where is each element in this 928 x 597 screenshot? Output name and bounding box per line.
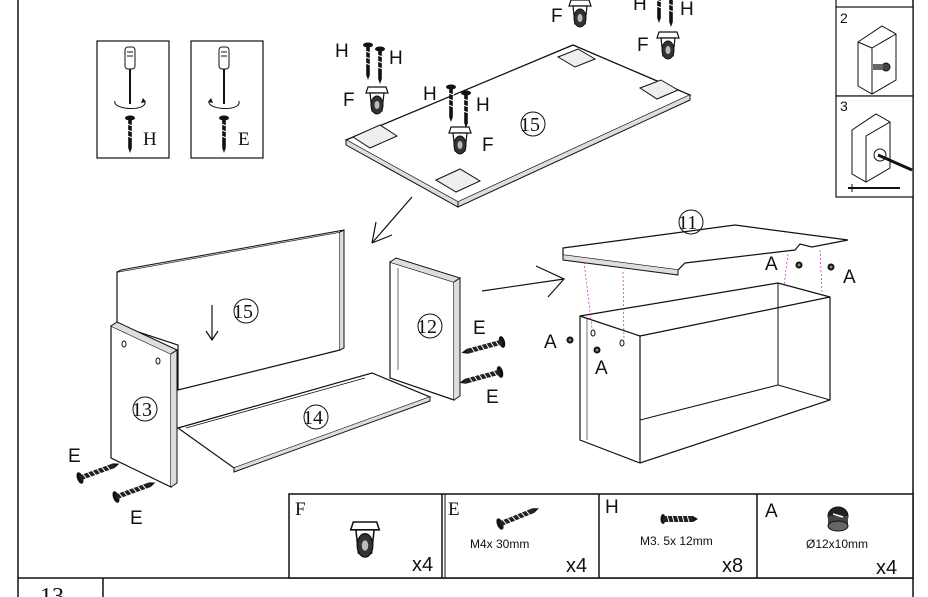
callout-h: H <box>423 84 437 105</box>
callout-f: F <box>637 35 649 56</box>
screwdriver-icon <box>208 46 240 109</box>
caster-icon <box>656 31 680 60</box>
part-qty-h: x8 <box>722 555 743 577</box>
callout-h: H <box>476 95 490 116</box>
callout-h: H <box>680 0 694 20</box>
callout-h: H <box>389 48 403 69</box>
screw-h-icon <box>362 42 374 81</box>
insert-number-3: 3 <box>840 98 848 114</box>
short-screw-icon <box>660 514 698 524</box>
screwdriver-card-h: H <box>96 40 170 159</box>
page-number: 13 <box>40 584 64 597</box>
part-size-e: M4x 30mm <box>470 537 529 551</box>
screw-e-icon <box>457 364 505 390</box>
parts-legend: F x4 E M4x 30mm x4 H M3. 5x 12mm x8 A <box>288 493 914 579</box>
screwdriver-icon <box>114 46 146 109</box>
part-qty-e: x4 <box>566 555 587 577</box>
panel-label-14: 14 <box>303 407 323 429</box>
arrow-right-icon <box>481 265 565 298</box>
panel-label-12: 12 <box>417 316 437 338</box>
part-h-cell: H M3. 5x 12mm x8 <box>605 497 743 577</box>
insert-number-2: 2 <box>840 10 848 26</box>
callout-e: E <box>68 446 81 467</box>
screwdriver-card-e: E <box>190 40 264 159</box>
part-letter-f: F <box>295 499 306 520</box>
panel-label-15-bottom: 15 <box>233 301 253 323</box>
card-letter-e: E <box>238 129 250 150</box>
part-qty-a: x4 <box>876 557 897 579</box>
callout-e: E <box>473 318 486 339</box>
part-size-h: M3. 5x 12mm <box>640 534 713 548</box>
right-assembly: 11 A A A A <box>544 209 856 464</box>
part-qty-f: x4 <box>412 554 433 576</box>
board-15-with-casters: 15 H H H H H H F F F F <box>335 0 694 208</box>
callout-e: E <box>130 508 143 529</box>
panel-label-13: 13 <box>132 399 152 421</box>
part-f-cell: F x4 <box>295 499 433 576</box>
part-letter-e: E <box>448 499 460 520</box>
callout-a: A <box>595 358 608 379</box>
detail-insert-2: 2 <box>835 0 914 97</box>
part-size-a: Ø12x10mm <box>806 537 868 551</box>
callout-e: E <box>486 387 499 408</box>
panel-label-11: 11 <box>678 212 697 234</box>
part-e-cell: E M4x 30mm x4 <box>448 499 587 577</box>
left-assembly: 15 14 13 12 E E E E <box>68 229 507 529</box>
detail-insert-3: 3 <box>835 95 914 198</box>
callout-h: H <box>335 41 349 62</box>
screw-h-icon <box>653 0 665 24</box>
cam-lock-icon <box>795 261 803 269</box>
callout-a: A <box>544 332 557 353</box>
cam-lock-icon <box>827 263 835 271</box>
part-letter-h: H <box>605 497 619 518</box>
callout-a: A <box>843 267 856 288</box>
callout-f: F <box>482 135 494 156</box>
card-letter-h: H <box>143 129 157 150</box>
cam-lock-icon <box>827 506 849 532</box>
callout-a: A <box>765 254 778 275</box>
screw-e-icon <box>110 476 159 505</box>
screw-h-icon <box>374 46 386 85</box>
arrow-down-left-icon <box>371 196 413 244</box>
screw-h-icon <box>665 0 677 28</box>
callout-f: F <box>343 90 355 111</box>
callout-f: F <box>551 6 563 27</box>
caster-icon <box>568 0 592 28</box>
arrow-down-icon <box>205 305 219 342</box>
part-a-cell: A Ø12x10mm x4 <box>765 501 897 579</box>
screw-e-icon <box>74 457 123 486</box>
panel-label-15-top: 15 <box>520 114 540 136</box>
cam-lock-icon <box>566 336 574 344</box>
callout-h: H <box>633 0 647 15</box>
part-letter-a: A <box>765 501 778 522</box>
cam-lock-icon <box>593 346 601 354</box>
caster-icon <box>365 86 389 115</box>
